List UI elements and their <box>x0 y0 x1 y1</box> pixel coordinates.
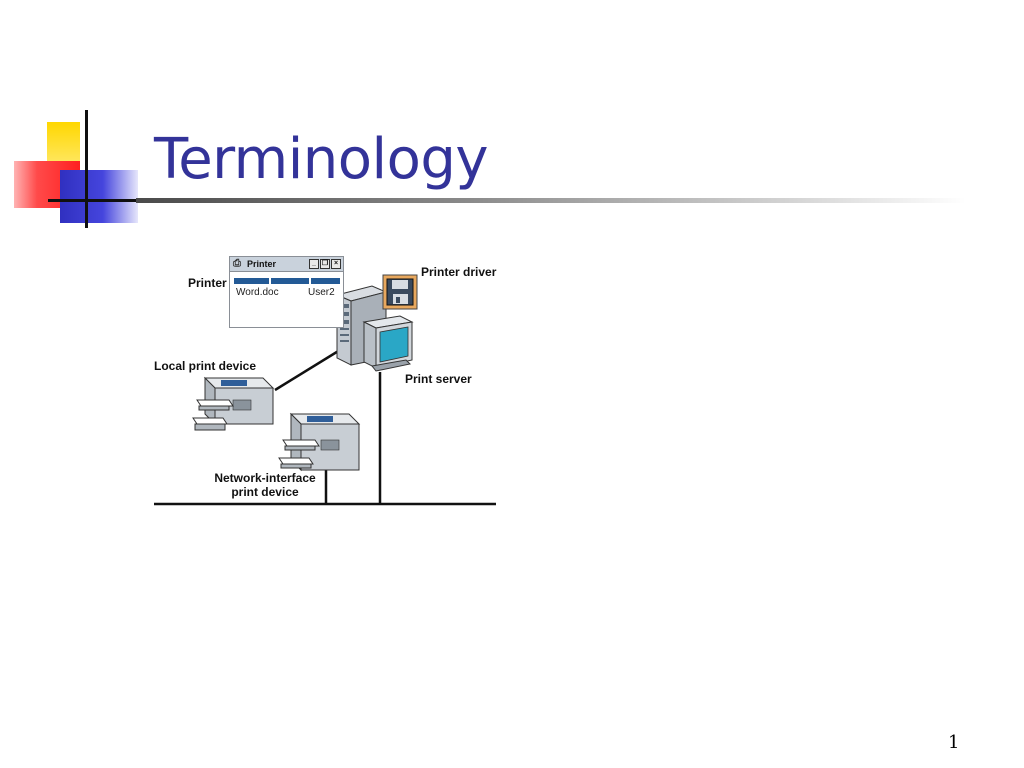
page-number: 1 <box>948 732 960 753</box>
label-network-interface-line1: Network-interface <box>214 471 316 485</box>
window-controls: _ ❐ × <box>309 259 341 269</box>
deco-horizontal-line <box>48 199 148 202</box>
deco-vertical-line <box>85 110 88 228</box>
deco-blue-square <box>60 170 138 223</box>
label-printer-driver: Printer driver <box>421 265 497 279</box>
local-printer-cable <box>274 348 341 392</box>
minimize-icon[interactable]: _ <box>309 259 319 269</box>
printer-icon: ⎙ <box>233 258 241 269</box>
title-underline <box>136 198 966 203</box>
queue-header-2[interactable] <box>271 278 309 284</box>
monitor-icon <box>362 315 414 372</box>
floppy-disk-icon <box>382 274 418 310</box>
label-network-interface: Network-interface print device <box>214 471 316 499</box>
queue-user: User2 <box>308 287 335 298</box>
label-printer: Printer <box>188 276 227 290</box>
queue-header-3[interactable] <box>310 278 340 284</box>
queue-document: Word.doc <box>236 287 279 298</box>
label-network-interface-line2: print device <box>231 485 299 499</box>
laser-printer-icon <box>278 412 361 472</box>
queue-header-1[interactable] <box>234 278 270 284</box>
restore-icon[interactable]: ❐ <box>320 259 330 269</box>
label-print-server: Print server <box>405 372 472 386</box>
printer-queue-window[interactable]: ⎙ Printer _ ❐ × Word.doc User2 <box>229 256 344 328</box>
label-local-print-device: Local print device <box>154 359 257 373</box>
queue-column-headers <box>234 278 340 284</box>
printer-window-titlebar[interactable]: ⎙ Printer _ ❐ × <box>230 257 343 272</box>
deco-yellow-square <box>47 122 80 166</box>
page-title: Terminology <box>154 127 489 192</box>
printer-window-title: Printer <box>247 259 277 269</box>
close-icon[interactable]: × <box>331 259 341 269</box>
laser-printer-icon <box>192 376 275 431</box>
